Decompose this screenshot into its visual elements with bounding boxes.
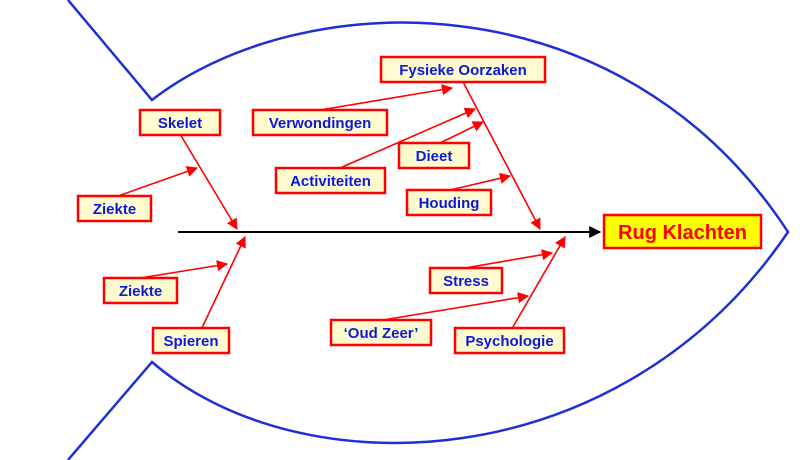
arrow-activiteiten [339, 107, 477, 169]
cause-oud-zeer-label: ‘Oud Zeer’ [344, 325, 419, 342]
arrow-dieet [439, 121, 485, 144]
bone-psychologie [509, 236, 566, 333]
cause-skelet: Skelet [138, 108, 222, 137]
effect-rug-klachten: Rug Klachten [602, 213, 763, 250]
arrow-oud-zeer [382, 292, 530, 321]
cause-dieet: Dieet [397, 141, 471, 170]
bone-fysieke-oorzaken [461, 79, 541, 230]
arrow-ziekte-skelet [117, 166, 199, 197]
arrow-verwondingen [319, 84, 454, 111]
cause-fysieke-oorzaken-label: Fysieke Oorzaken [399, 62, 527, 79]
cause-spieren-label: Spieren [163, 333, 218, 350]
cause-oud-zeer: ‘Oud Zeer’ [329, 318, 433, 347]
bone-spieren [199, 235, 246, 333]
cause-ziekte-spieren: Ziekte [102, 276, 179, 305]
cause-houding-label: Houding [419, 195, 480, 212]
cause-psychologie: Psychologie [453, 326, 566, 355]
arrow-houding [449, 172, 512, 191]
cause-activiteiten: Activiteiten [274, 166, 387, 195]
arrow-ziekte-spieren [139, 260, 229, 279]
cause-fysieke-oorzaken: Fysieke Oorzaken [379, 55, 547, 84]
cause-psychologie-label: Psychologie [465, 333, 553, 350]
fish-outline [67, 0, 790, 460]
cause-ziekte-skelet-label: Ziekte [93, 201, 136, 218]
cause-ziekte-skelet: Ziekte [76, 194, 153, 223]
cause-houding: Houding [405, 188, 493, 217]
bone-skelet [179, 133, 238, 230]
arrow-stress [464, 249, 554, 269]
cause-verwondingen: Verwondingen [251, 108, 389, 137]
cause-ziekte-spieren-label: Ziekte [119, 283, 162, 300]
cause-skelet-label: Skelet [158, 115, 202, 132]
cause-verwondingen-label: Verwondingen [269, 115, 372, 132]
cause-stress: Stress [428, 266, 504, 295]
cause-activiteiten-label: Activiteiten [290, 173, 371, 190]
effect-label: Rug Klachten [618, 222, 747, 244]
cause-stress-label: Stress [443, 273, 489, 290]
cause-spieren: Spieren [151, 326, 231, 355]
cause-dieet-label: Dieet [416, 148, 453, 165]
